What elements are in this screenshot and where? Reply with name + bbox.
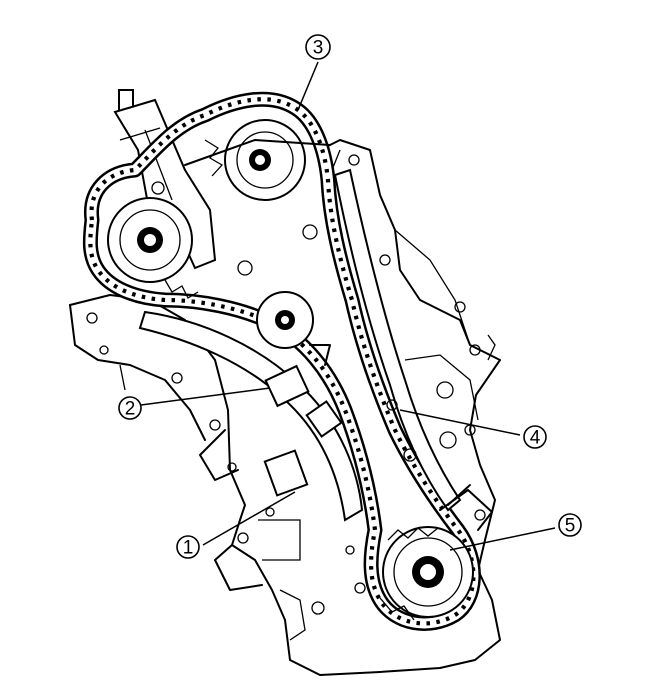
callout-2-label: 2 [125, 399, 136, 420]
callout-1: 1 [176, 535, 200, 559]
callout-5-label: 5 [565, 516, 576, 537]
chain-guide-slipper [138, 310, 364, 522]
callout-4: 4 [523, 425, 547, 449]
callout-5: 5 [558, 513, 582, 537]
callout-1-label: 1 [183, 538, 194, 559]
camshaft-sprocket-left [107, 197, 199, 299]
callout-3: 3 [305, 34, 331, 60]
bolt-holes [86, 154, 486, 615]
idler-sprocket [256, 291, 331, 366]
callout-2: 2 [118, 396, 142, 420]
callout-4-label: 4 [530, 428, 541, 449]
chain-guide-straight [333, 168, 462, 512]
callout-3-label: 3 [313, 38, 324, 59]
callout-leaders [140, 61, 556, 551]
engine-block-outline [69, 139, 501, 676]
camshaft-sprocket-right [184, 119, 331, 201]
